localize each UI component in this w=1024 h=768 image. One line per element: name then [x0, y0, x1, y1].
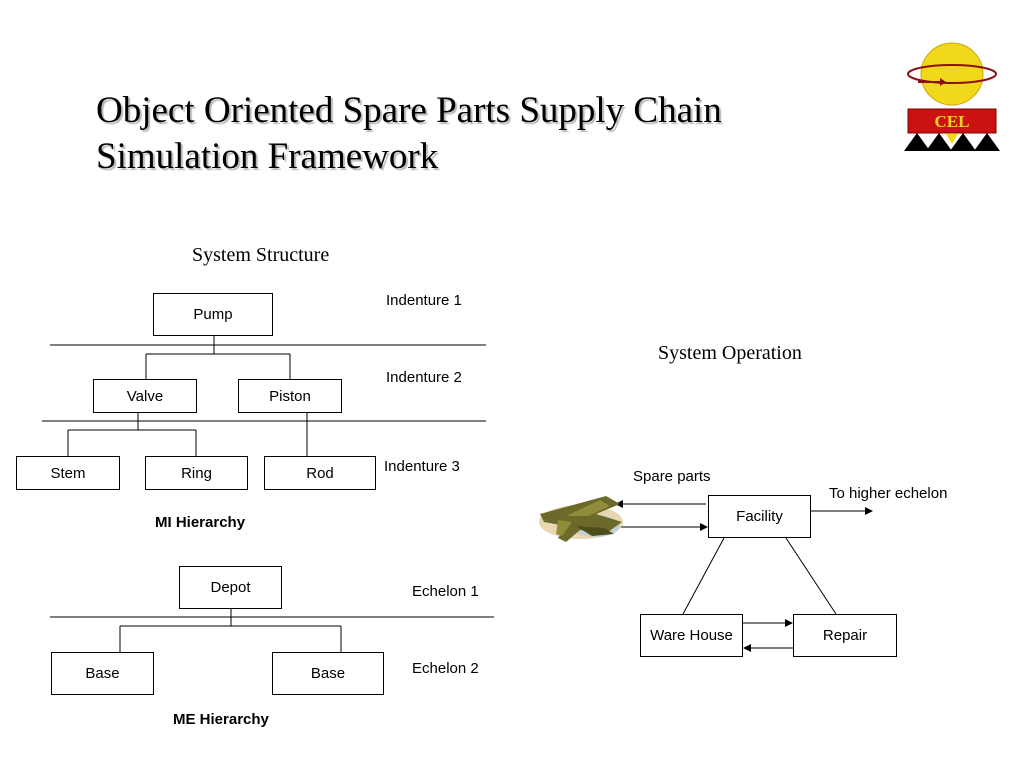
mi-hierarchy-caption: MI Hierarchy: [155, 514, 246, 531]
triangle-icon: [926, 133, 952, 151]
node-depot: Depot: [179, 566, 282, 609]
echelon-2-label: Echelon 2: [412, 660, 479, 677]
triangle-icon: [974, 133, 1000, 151]
node-pump: Pump: [153, 293, 273, 336]
slide-title: Object Oriented Spare Parts Supply Chain…: [96, 90, 722, 177]
system-operation-heading: System Operation: [658, 342, 802, 364]
node-facility: Facility: [708, 495, 811, 538]
echelon-1-label: Echelon 1: [412, 583, 479, 600]
node-ring: Ring: [145, 456, 248, 490]
node-base-right: Base: [272, 652, 384, 695]
logo-text: CEL: [935, 112, 970, 131]
logo-banner: [907, 108, 997, 134]
higher-echelon-label: To higher echelon: [829, 485, 948, 502]
node-stem: Stem: [16, 456, 120, 490]
node-valve: Valve: [93, 379, 197, 413]
triangle-icon: [904, 133, 930, 151]
node-repair: Repair: [793, 614, 897, 657]
spare-parts-label: Spare parts: [633, 468, 711, 485]
indenture-2-label: Indenture 2: [386, 369, 462, 386]
node-warehouse: Ware House: [640, 614, 743, 657]
node-base-left: Base: [51, 652, 154, 695]
indenture-3-label: Indenture 3: [384, 458, 460, 475]
fighter-jet-icon: [539, 496, 623, 542]
indenture-1-label: Indenture 1: [386, 292, 462, 309]
node-rod: Rod: [264, 456, 376, 490]
triangle-icon: [950, 133, 976, 151]
me-hierarchy-caption: ME Hierarchy: [173, 711, 269, 728]
node-piston: Piston: [238, 379, 342, 413]
system-structure-heading: System Structure: [192, 244, 330, 266]
cel-logo: CEL: [904, 42, 1000, 151]
globe-icon: [920, 42, 984, 106]
